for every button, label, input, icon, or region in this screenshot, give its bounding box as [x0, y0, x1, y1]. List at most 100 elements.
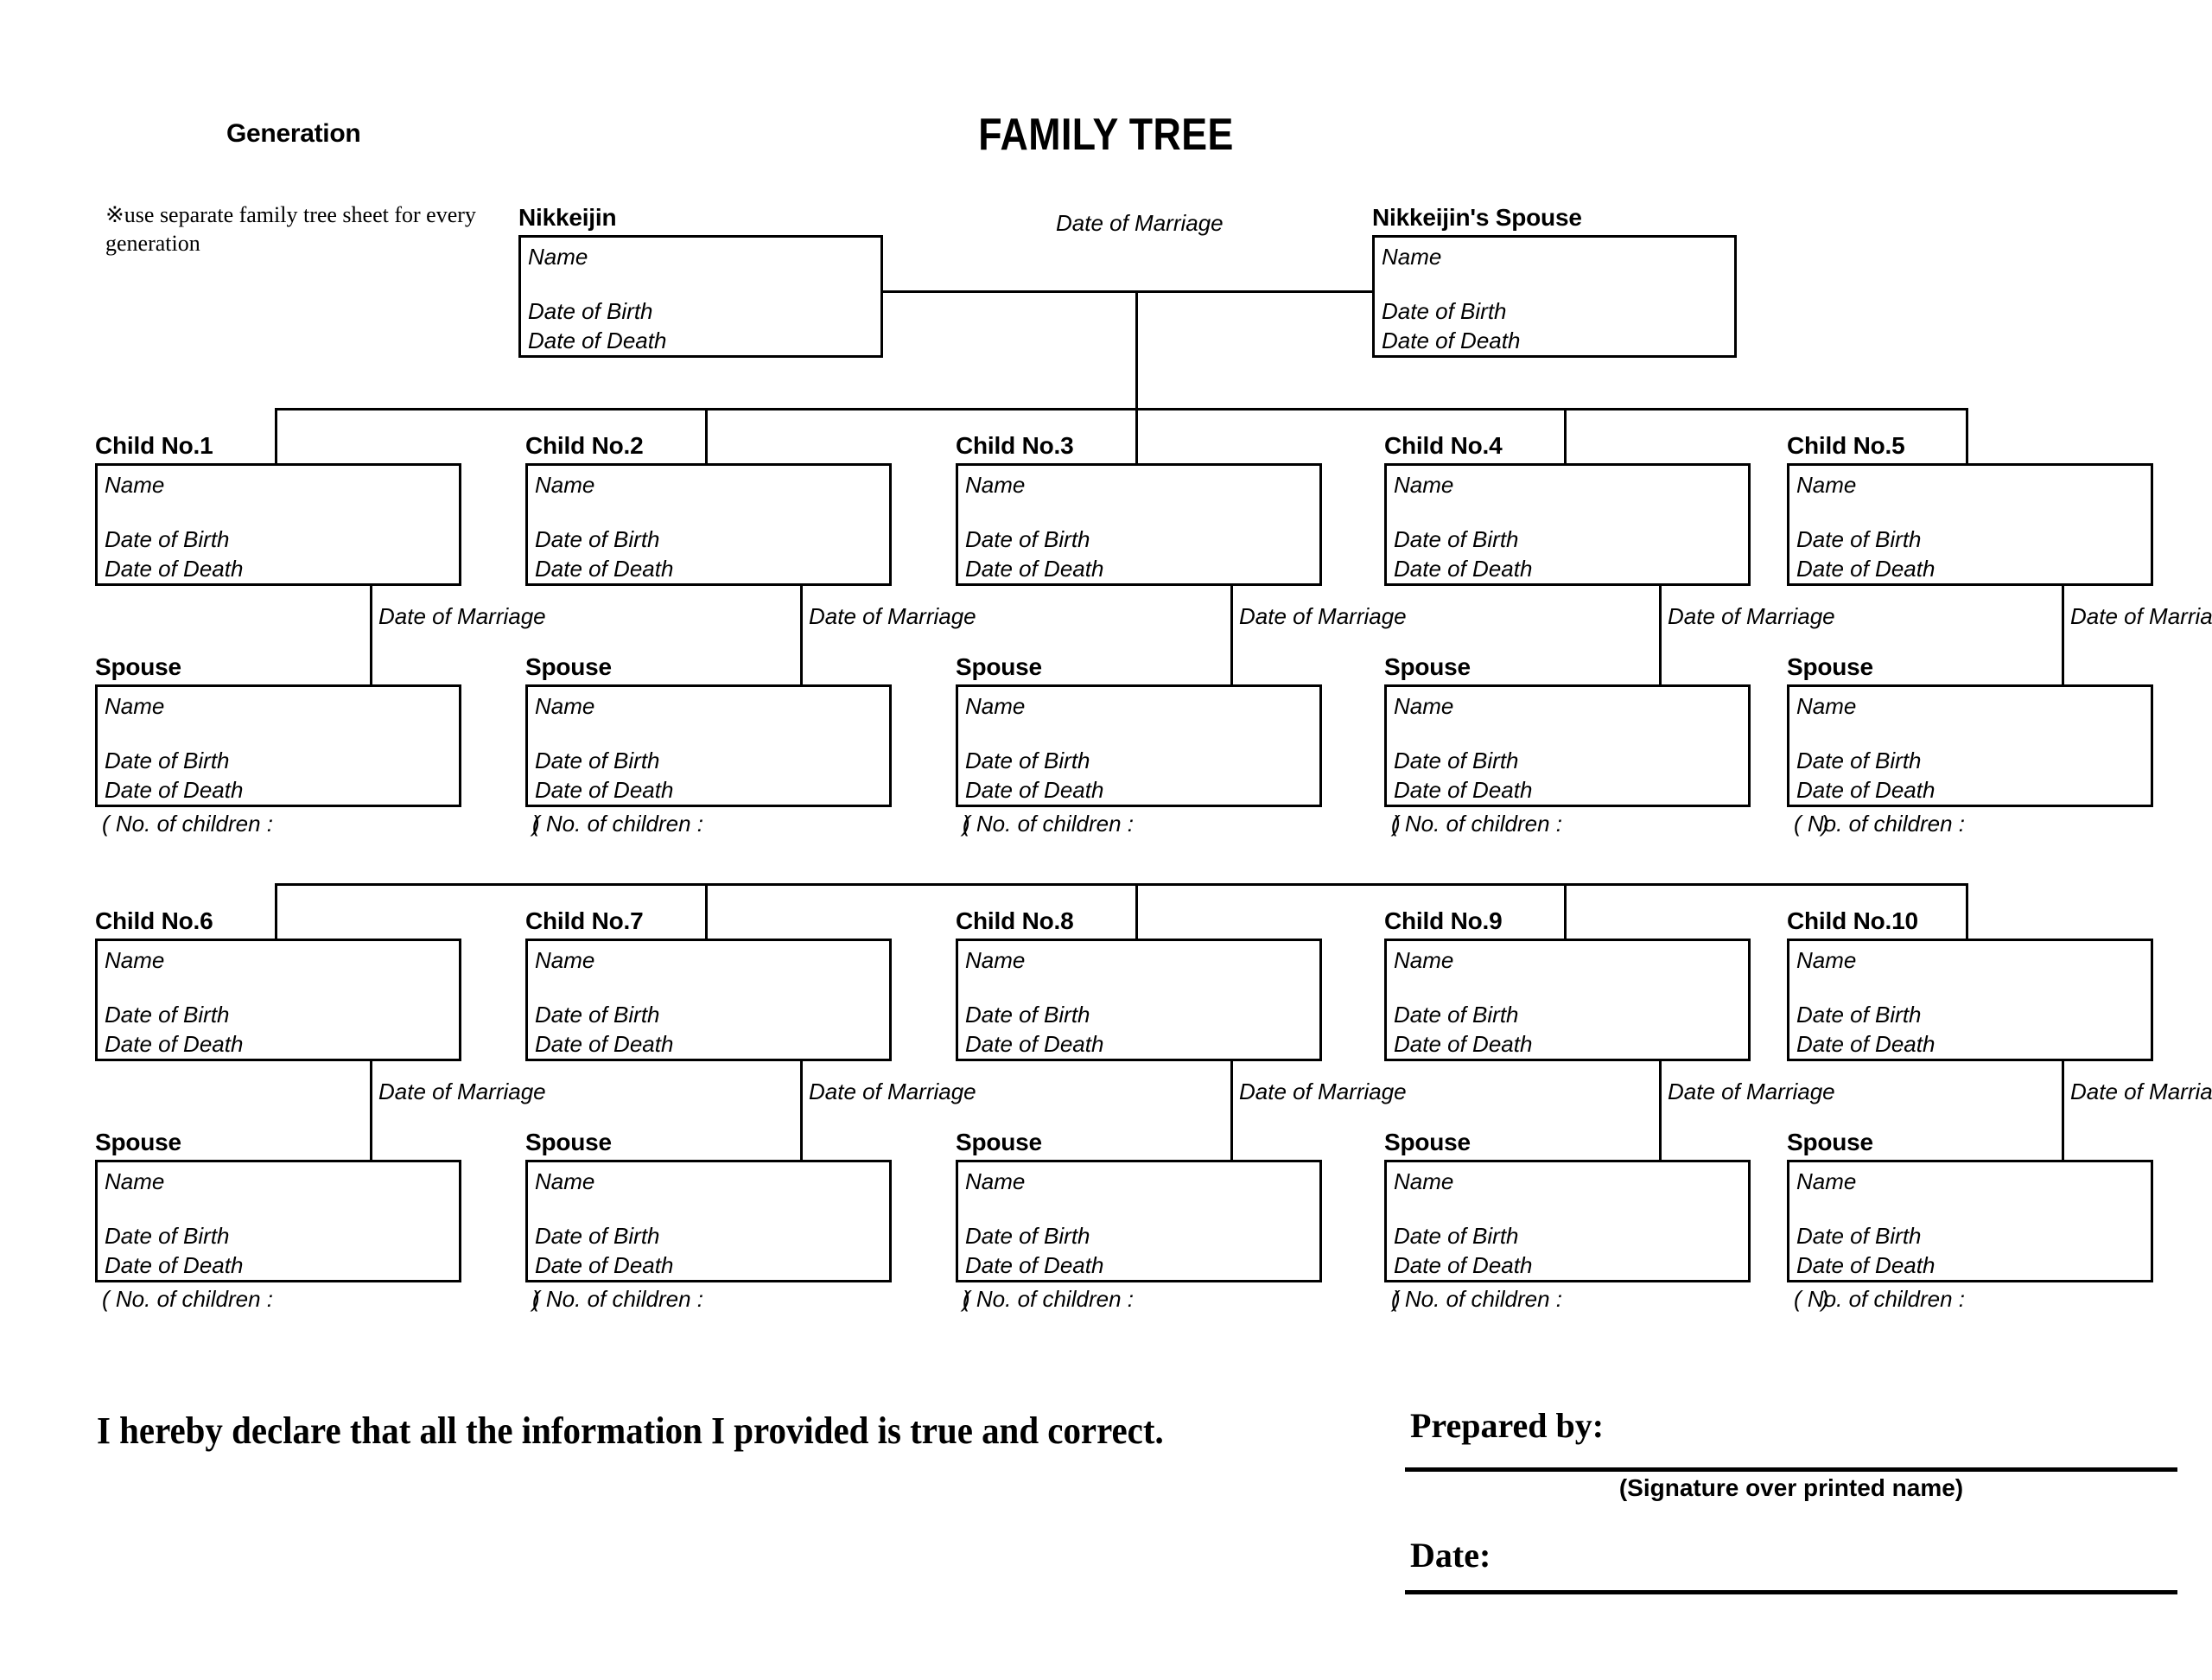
child-10-no-of-children[interactable]: ( No. of children :) [1794, 1288, 2212, 1310]
child-4-no-of-children[interactable]: ( No. of children :) [1391, 812, 1829, 835]
child-5-name-field[interactable]: Name [1796, 472, 1857, 498]
child-6-dob-field[interactable]: Date of Birth [105, 1002, 230, 1028]
child-2-spouse-dob-field[interactable]: Date of Birth [535, 748, 660, 773]
child-4-dod-field[interactable]: Date of Death [1394, 556, 1533, 582]
child-3-name-field[interactable]: Name [965, 472, 1026, 498]
child-7-spouse-dod-field[interactable]: Date of Death [535, 1252, 674, 1278]
child-7-spouse-name-field[interactable]: Name [535, 1168, 595, 1194]
nikkeijin-spouse-dod-field[interactable]: Date of Death [1382, 328, 1521, 353]
child-6-name-field[interactable]: Name [105, 947, 165, 973]
child-9-name-field[interactable]: Name [1394, 947, 1454, 973]
child-4-spouse-dob-field[interactable]: Date of Birth [1394, 748, 1519, 773]
child-5-spouse-dod-field[interactable]: Date of Death [1796, 777, 1936, 803]
child-7-name-field[interactable]: Name [535, 947, 595, 973]
child-9-dob-field[interactable]: Date of Birth [1394, 1002, 1519, 1028]
child-2-name-field[interactable]: Name [535, 472, 595, 498]
child-10-dob-field[interactable]: Date of Birth [1796, 1002, 1922, 1028]
child-8-spouse-dod-field[interactable]: Date of Death [965, 1252, 1104, 1278]
child-10-spouse-dod-field[interactable]: Date of Death [1796, 1252, 1936, 1278]
child-4-dob-field[interactable]: Date of Birth [1394, 526, 1519, 552]
child-8-name-field[interactable]: Name [965, 947, 1026, 973]
child-8-spouse-dob-field[interactable]: Date of Birth [965, 1223, 1090, 1249]
child-4-name-field[interactable]: Name [1394, 472, 1454, 498]
child-8-no-of-children[interactable]: ( No. of children :) [963, 1288, 1401, 1310]
child-5-spouse-name-field[interactable]: Name [1796, 693, 1857, 719]
prepared-by-signature-line[interactable] [1405, 1467, 2177, 1472]
child-2-dob-field[interactable]: Date of Birth [535, 526, 660, 552]
child-5-no-of-children[interactable]: ( No. of children :) [1794, 812, 2212, 835]
child-1-dod-field[interactable]: Date of Death [105, 556, 244, 582]
child-7-dod-field[interactable]: Date of Death [535, 1031, 674, 1057]
nikkeijin-box[interactable]: Name Date of Birth Date of Death [518, 235, 883, 358]
child-2-spouse-name-field[interactable]: Name [535, 693, 595, 719]
nikkeijin-spouse-dob-field[interactable]: Date of Birth [1382, 298, 1507, 324]
nikkeijin-spouse-box[interactable]: Name Date of Birth Date of Death [1372, 235, 1737, 358]
child-8-spouse-name-field[interactable]: Name [965, 1168, 1026, 1194]
child-6-spouse-dod-field[interactable]: Date of Death [105, 1252, 244, 1278]
child-10-spouse-name-field[interactable]: Name [1796, 1168, 1857, 1194]
child-3-spouse-dod-field[interactable]: Date of Death [965, 777, 1104, 803]
child-6-spouse-name-field[interactable]: Name [105, 1168, 165, 1194]
child-9-dod-field[interactable]: Date of Death [1394, 1031, 1533, 1057]
nikkeijin-name-field[interactable]: Name [528, 244, 588, 270]
child-4-spouse-dod-field[interactable]: Date of Death [1394, 777, 1533, 803]
nikkeijin-dod-field[interactable]: Date of Death [528, 328, 667, 353]
child-5-spouse-dob-field[interactable]: Date of Birth [1796, 748, 1922, 773]
date-line[interactable] [1405, 1590, 2177, 1594]
child-1-no-of-children[interactable]: ( No. of children :) [102, 812, 540, 835]
child-9-spouse-name-field[interactable]: Name [1394, 1168, 1454, 1194]
child-6-spouse-dob-field[interactable]: Date of Birth [105, 1223, 230, 1249]
child-10-dod-field[interactable]: Date of Death [1796, 1031, 1936, 1057]
child-7-dob-field[interactable]: Date of Birth [535, 1002, 660, 1028]
child-7-no-of-children[interactable]: ( No. of children :) [532, 1288, 970, 1310]
child-9-spouse-dod-field[interactable]: Date of Death [1394, 1252, 1533, 1278]
child-9-no-of-children[interactable]: ( No. of children :) [1391, 1288, 1829, 1310]
child-2-spouse-dod-field[interactable]: Date of Death [535, 777, 674, 803]
child-1-dob-field[interactable]: Date of Birth [105, 526, 230, 552]
child-3-dob-field[interactable]: Date of Birth [965, 526, 1090, 552]
child-3-dod-field[interactable]: Date of Death [965, 556, 1104, 582]
child-5-dod-field[interactable]: Date of Death [1796, 556, 1936, 582]
child-8-dod-field[interactable]: Date of Death [965, 1031, 1104, 1057]
child-3-no-of-children[interactable]: ( No. of children :) [963, 812, 1401, 835]
child-1-name-field[interactable]: Name [105, 472, 165, 498]
child-4-spouse-name-field[interactable]: Name [1394, 693, 1454, 719]
child-6-dod-field[interactable]: Date of Death [105, 1031, 244, 1057]
child-8-dob-field[interactable]: Date of Birth [965, 1002, 1090, 1028]
child-10-name-field[interactable]: Name [1796, 947, 1857, 973]
child-6-no-of-children[interactable]: ( No. of children :) [102, 1288, 540, 1310]
child-2-no-of-children[interactable]: ( No. of children :) [532, 812, 970, 835]
child-5-dob-field[interactable]: Date of Birth [1796, 526, 1922, 552]
child-7-spouse-dob-field[interactable]: Date of Birth [535, 1223, 660, 1249]
nikkeijin-spouse-name-field[interactable]: Name [1382, 244, 1442, 270]
child-1-spouse-name-field[interactable]: Name [105, 693, 165, 719]
nikkeijin-dob-field[interactable]: Date of Birth [528, 298, 653, 324]
child-1-spouse-dod-field[interactable]: Date of Death [105, 777, 244, 803]
child-3-spouse-dob-field[interactable]: Date of Birth [965, 748, 1090, 773]
child-1-spouse-dob-field[interactable]: Date of Birth [105, 748, 230, 773]
child-10-spouse-dob-field[interactable]: Date of Birth [1796, 1223, 1922, 1249]
child-9-spouse-dob-field[interactable]: Date of Birth [1394, 1223, 1519, 1249]
child-2-dod-field[interactable]: Date of Death [535, 556, 674, 582]
child-3-spouse-name-field[interactable]: Name [965, 693, 1026, 719]
